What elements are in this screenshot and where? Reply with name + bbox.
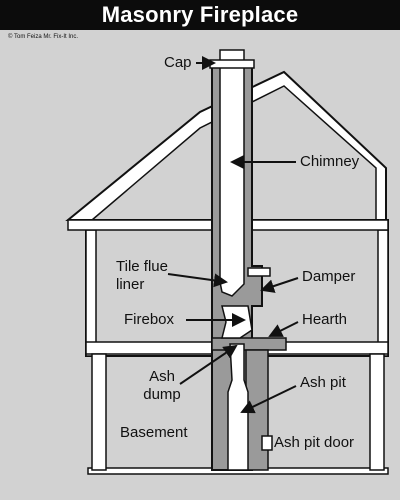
ash-pit-door <box>261 435 273 451</box>
upper-left-wall <box>85 229 97 357</box>
basement-left-wall <box>91 353 107 471</box>
arrow-damper <box>260 277 299 293</box>
hearth-block <box>211 337 287 351</box>
label-tile-flue-line2: liner <box>116 276 145 293</box>
label-ash-dump-line2: dump <box>143 386 181 403</box>
label-firebox: Firebox <box>124 311 175 328</box>
flue-liner <box>219 49 245 297</box>
ash-pit-block <box>245 349 269 471</box>
label-chimney: Chimney <box>300 153 360 170</box>
arrow-hearth <box>268 321 299 337</box>
label-cap: Cap <box>164 54 192 71</box>
label-hearth: Hearth <box>302 311 348 328</box>
label-tile-flue-line1: Tile flue <box>116 258 168 275</box>
arrow-tile-flue <box>167 273 228 288</box>
arrow-ash-pit <box>240 385 297 414</box>
damper-shelf <box>247 267 271 277</box>
diagram-title: Masonry Fireplace <box>0 0 400 30</box>
label-ash-dump-line1: Ash <box>149 368 175 385</box>
label-ash-pit: Ash pit <box>300 374 346 391</box>
label-basement: Basement <box>120 424 188 441</box>
chimney-cap <box>209 59 255 69</box>
ash-pit-channel <box>227 343 249 471</box>
copyright-notice: © Tom Feiza Mr. Fix-It Inc. <box>8 34 78 40</box>
label-damper: Damper <box>302 268 356 285</box>
basement-right-wall <box>369 353 385 471</box>
arrow-ash-dump <box>179 344 238 385</box>
label-ash-pit-door: Ash pit door <box>274 434 355 451</box>
upper-right-wall <box>377 229 389 357</box>
firebox-opening <box>221 305 253 339</box>
